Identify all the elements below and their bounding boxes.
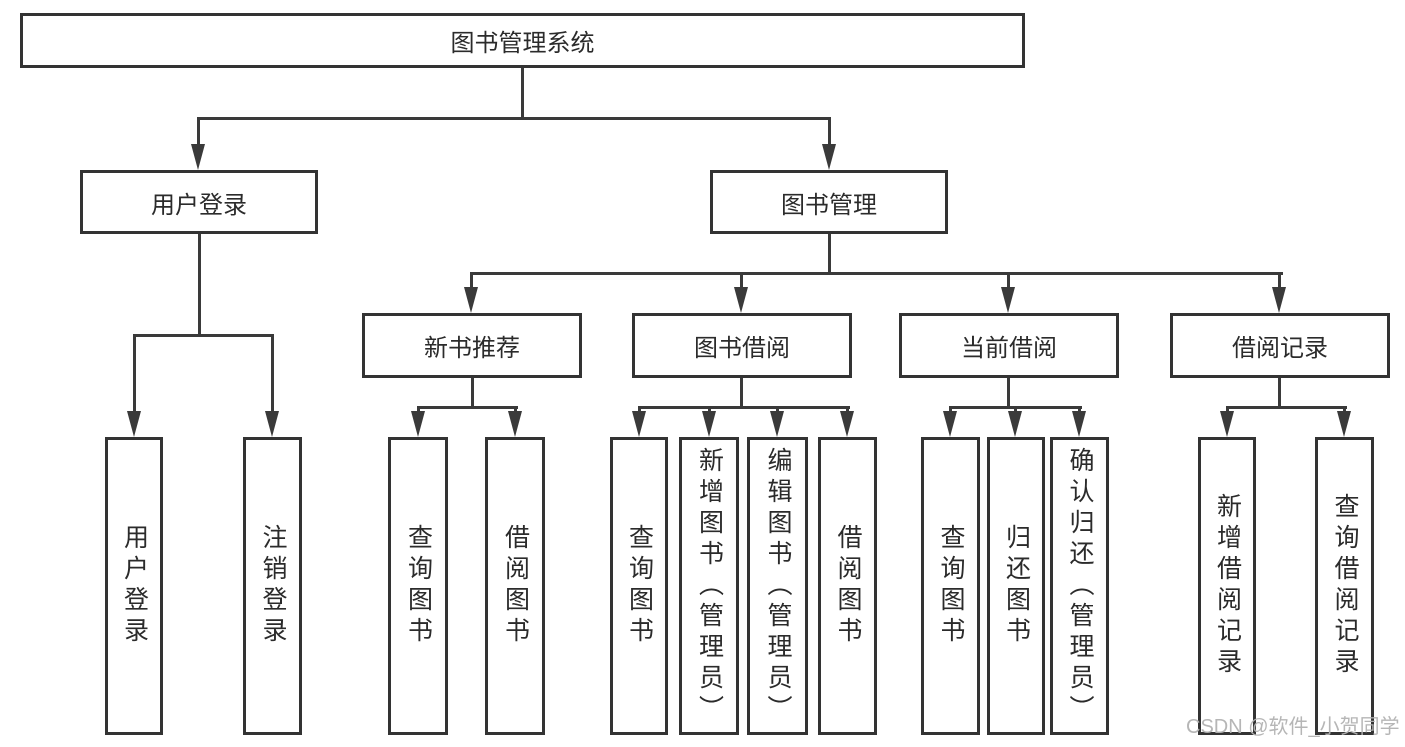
connector-book-mgmt-stem bbox=[828, 234, 831, 275]
connector-to-br-query bbox=[1343, 406, 1346, 414]
connector-borrow-record-split bbox=[1226, 406, 1347, 409]
arrowhead-to-book-mgmt bbox=[822, 144, 836, 170]
connector-book-borrow-split bbox=[638, 406, 850, 409]
connector-to-leaf-logout bbox=[271, 334, 274, 413]
leaf-record-query: 查询借阅记录 bbox=[1315, 437, 1374, 735]
connector-book-mgmt-split bbox=[470, 272, 1283, 275]
connector-to-bb-add bbox=[708, 406, 711, 414]
leaf-borrow-edit-books-admin: 编辑图书（管理员） bbox=[747, 437, 808, 735]
connector-new-book-split bbox=[417, 406, 518, 409]
arrowhead-to-br-add bbox=[1220, 411, 1234, 437]
csdn-watermark: CSDN @软件_小贺同学 bbox=[1186, 716, 1400, 738]
arrowhead-to-bb-borrow bbox=[840, 411, 854, 437]
connector-to-user-login bbox=[197, 117, 200, 148]
arrowhead-to-bb-query bbox=[632, 411, 646, 437]
connector-book-borrow-stem bbox=[740, 378, 743, 409]
leaf-borrow-query-books: 查询图书 bbox=[610, 437, 668, 735]
arrowhead-to-user-login bbox=[191, 144, 205, 170]
arrowhead-to-br-query bbox=[1337, 411, 1351, 437]
arrowhead-to-bb-edit bbox=[770, 411, 784, 437]
node-book-management: 图书管理 bbox=[710, 170, 948, 234]
connector-to-bb-edit bbox=[776, 406, 779, 414]
connector-to-current-borrow bbox=[1007, 272, 1010, 290]
connector-to-book-mgmt bbox=[828, 117, 831, 148]
connector-to-cb-confirm bbox=[1078, 406, 1081, 414]
arrowhead-to-leaf-user-login bbox=[127, 411, 141, 437]
connector-to-cb-query bbox=[949, 406, 952, 414]
node-user-login: 用户登录 bbox=[80, 170, 318, 234]
connector-user-login-split bbox=[133, 334, 274, 337]
leaf-borrow-add-books-admin: 新增图书（管理员） bbox=[679, 437, 739, 735]
node-book-borrow: 图书借阅 bbox=[632, 313, 852, 378]
connector-to-bb-query bbox=[638, 406, 641, 414]
connector-to-book-borrow bbox=[740, 272, 743, 290]
arrowhead-to-bb-add bbox=[702, 411, 716, 437]
connector-to-nb-query bbox=[417, 406, 420, 414]
node-borrow-record: 借阅记录 bbox=[1170, 313, 1390, 378]
arrowhead-to-cb-confirm bbox=[1072, 411, 1086, 437]
arrowhead-to-leaf-logout bbox=[265, 411, 279, 437]
connector-to-borrow-record bbox=[1278, 272, 1281, 290]
arrowhead-to-nb-borrow bbox=[508, 411, 522, 437]
arrowhead-to-cb-return bbox=[1008, 411, 1022, 437]
connector-to-bb-borrow bbox=[846, 406, 849, 414]
connector-user-login-stem bbox=[198, 234, 201, 337]
connector-to-leaf-user-login bbox=[133, 334, 136, 413]
leaf-newbook-borrow-books: 借阅图书 bbox=[485, 437, 545, 735]
leaf-newbook-query-books: 查询图书 bbox=[388, 437, 448, 735]
connector-to-br-add bbox=[1226, 406, 1229, 414]
arrowhead-to-new-book bbox=[464, 287, 478, 313]
connector-borrow-record-stem bbox=[1278, 378, 1281, 409]
connector-new-book-stem bbox=[471, 378, 474, 409]
leaf-record-add: 新增借阅记录 bbox=[1198, 437, 1256, 735]
leaf-borrow-borrow-books: 借阅图书 bbox=[818, 437, 877, 735]
connector-to-nb-borrow bbox=[514, 406, 517, 414]
leaf-current-query-books: 查询图书 bbox=[921, 437, 980, 735]
connector-to-new-book bbox=[470, 272, 473, 290]
node-new-book-recommend: 新书推荐 bbox=[362, 313, 582, 378]
connector-root-split bbox=[197, 117, 831, 120]
arrowhead-to-borrow-record bbox=[1272, 287, 1286, 313]
arrowhead-to-current-borrow bbox=[1001, 287, 1015, 313]
leaf-current-return-books: 归还图书 bbox=[987, 437, 1045, 735]
connector-root-stem bbox=[521, 68, 524, 120]
leaf-current-confirm-return-admin: 确认归还（管理员） bbox=[1050, 437, 1109, 735]
connector-to-cb-return bbox=[1014, 406, 1017, 414]
arrowhead-to-cb-query bbox=[943, 411, 957, 437]
node-root-system: 图书管理系统 bbox=[20, 13, 1025, 68]
leaf-user-login: 用户登录 bbox=[105, 437, 163, 735]
arrowhead-to-nb-query bbox=[411, 411, 425, 437]
arrowhead-to-book-borrow bbox=[734, 287, 748, 313]
connector-current-borrow-stem bbox=[1007, 378, 1010, 409]
leaf-logout: 注销登录 bbox=[243, 437, 302, 735]
node-current-borrow: 当前借阅 bbox=[899, 313, 1119, 378]
